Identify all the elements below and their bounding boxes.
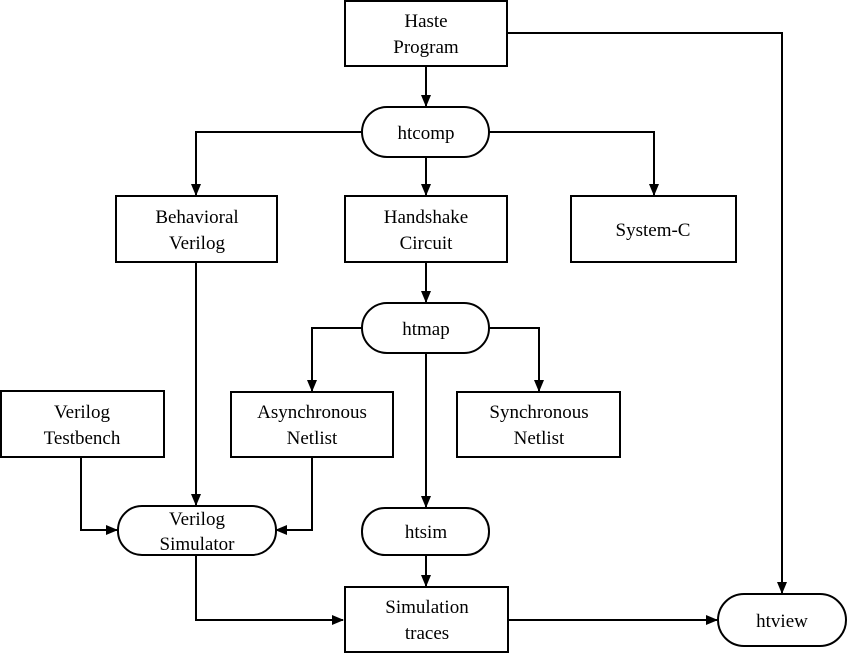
node-asynchronous-netlist-label-2: Netlist xyxy=(287,428,338,449)
node-htsim-label: htsim xyxy=(405,522,447,543)
node-haste-program-label-2: Program xyxy=(393,37,459,58)
edge-asynchronous-netlist-to-verilog-simulator xyxy=(275,457,313,535)
node-verilog-simulator-label-2: Simulator xyxy=(160,534,236,555)
node-synchronous-netlist: Synchronous Netlist xyxy=(456,391,621,458)
node-htsim: htsim xyxy=(361,507,490,556)
node-asynchronous-netlist: Asynchronous Netlist xyxy=(230,391,394,458)
node-verilog-simulator: Verilog Simulator xyxy=(117,505,277,556)
edge-verilog-simulator-to-simulation-traces xyxy=(195,555,344,625)
node-behavioral-verilog: Behavioral Verilog xyxy=(115,195,278,263)
node-htview: htview xyxy=(717,593,847,647)
node-simulation-traces-label-1: Simulation xyxy=(385,597,469,618)
node-simulation-traces-label-2: traces xyxy=(405,623,449,644)
edge-verilog-testbench-to-verilog-simulator xyxy=(80,457,118,535)
node-behavioral-verilog-label-1: Behavioral xyxy=(155,207,238,228)
node-simulation-traces: Simulation traces xyxy=(344,586,509,653)
node-handshake-circuit-label-2: Circuit xyxy=(400,233,453,254)
node-verilog-testbench: Verilog Testbench xyxy=(0,390,165,458)
node-verilog-simulator-label-1: Verilog xyxy=(169,509,225,530)
node-system-c: System-C xyxy=(570,195,737,263)
node-htview-label: htview xyxy=(756,611,808,632)
node-verilog-testbench-label-2: Testbench xyxy=(44,428,121,449)
node-synchronous-netlist-label-1: Synchronous xyxy=(489,402,588,423)
node-synchronous-netlist-label-2: Netlist xyxy=(514,428,565,449)
edge-htmap-to-asynchronous-netlist xyxy=(307,327,362,392)
edge-htcomp-to-behavioral-verilog xyxy=(191,131,362,196)
node-asynchronous-netlist-label-1: Asynchronous xyxy=(257,402,367,423)
node-htmap-label: htmap xyxy=(402,319,450,340)
edge-htcomp-to-system-c xyxy=(489,131,659,196)
node-haste-program-label-1: Haste xyxy=(404,11,447,32)
node-haste-program: Haste Program xyxy=(344,0,508,67)
node-htcomp-label: htcomp xyxy=(398,123,455,144)
node-htmap: htmap xyxy=(361,302,490,354)
node-behavioral-verilog-label-2: Verilog xyxy=(169,233,225,254)
node-handshake-circuit: Handshake Circuit xyxy=(344,195,508,263)
node-system-c-label: System-C xyxy=(616,220,691,241)
node-handshake-circuit-label-1: Handshake xyxy=(384,207,468,228)
edges xyxy=(80,32,787,625)
edge-htmap-to-synchronous-netlist xyxy=(489,327,544,392)
node-htcomp: htcomp xyxy=(361,106,490,158)
node-verilog-testbench-label-1: Verilog xyxy=(54,402,110,423)
edge-haste-program-to-htview xyxy=(508,32,787,594)
